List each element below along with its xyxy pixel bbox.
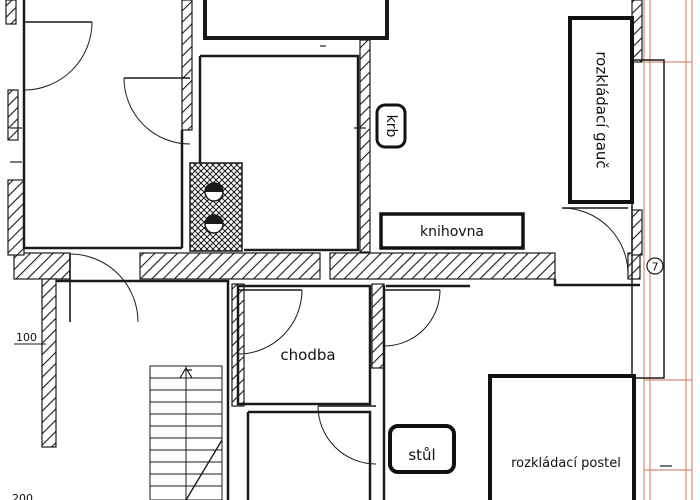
staircase: [149, 365, 223, 500]
wall-lower-right: [371, 283, 385, 369]
fireplace-box: [375, 103, 407, 149]
doors: [23, 21, 629, 465]
wall-right-lower: [631, 209, 643, 256]
fold-bed-label: rozkládací postel: [511, 456, 621, 471]
wall-vertical-top: [181, 0, 193, 131]
door-lower-mid: [317, 405, 377, 465]
lower-mid-room: [248, 410, 372, 500]
window: [643, 0, 693, 500]
door-right-room: [383, 289, 441, 347]
table-label: stůl: [408, 446, 435, 464]
dimension-100: 100: [16, 331, 37, 344]
wall-left-mid: [7, 89, 19, 141]
wall-left-bottom: [41, 278, 57, 448]
chimney-block: [189, 162, 243, 252]
window-mark-label: 7: [652, 261, 659, 274]
hallway-outline: [236, 284, 372, 406]
thin-walls: [22, 0, 640, 500]
window-frame: [631, 59, 665, 379]
centre-room-outline: [200, 54, 360, 252]
structural-walls: [5, 0, 643, 448]
top-left-room-outline: [22, 0, 182, 250]
fold-bed-box: [488, 374, 636, 500]
top-cabinet: [203, 0, 389, 40]
wall-horizontal-mid2: [329, 252, 556, 280]
table-box: [388, 424, 456, 474]
door-right: [561, 207, 629, 275]
door-top-left: [23, 21, 93, 91]
window-mark-circle: [646, 257, 664, 275]
hallway-label: chodba: [280, 346, 335, 364]
door-centre-room: [123, 77, 191, 145]
door-lower-left: [69, 253, 139, 323]
bookcase-label: knihovna: [420, 224, 484, 240]
door-hallway: [237, 289, 303, 355]
dimension-200: 200: [12, 492, 33, 500]
fireplace-label: krb: [383, 115, 399, 138]
wall-left-lower: [7, 179, 25, 256]
right-room-lower: [553, 279, 640, 287]
junction-ticks: [10, 45, 672, 467]
wall-horizontal-right: [627, 252, 641, 280]
lower-left-room: [56, 279, 230, 500]
wall-horizontal-left: [13, 252, 71, 280]
wall-horizontal-mid: [139, 252, 321, 280]
sofa-bed-box: [568, 16, 634, 204]
sofa-bed-label: rozkládací gauč: [593, 51, 611, 168]
wall-vertical-right: [359, 39, 371, 253]
wall-left-top: [5, 0, 17, 25]
bookcase-box: [379, 212, 525, 250]
